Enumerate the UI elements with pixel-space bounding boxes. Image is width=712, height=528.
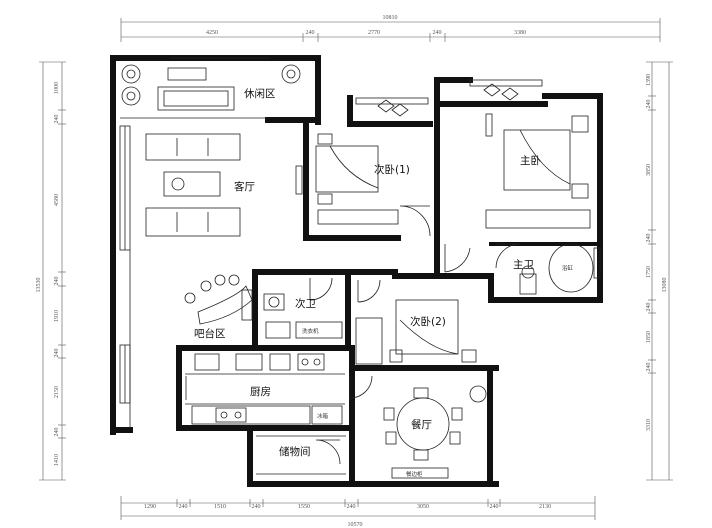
toilet-master: [519, 273, 537, 295]
doors: [185, 205, 521, 465]
bathtub: [548, 243, 594, 293]
dim-left-9: 1410: [54, 454, 60, 466]
fridge: [311, 405, 343, 425]
kitchen-sink: [235, 353, 263, 371]
dim-bottom-8: 240: [490, 504, 499, 510]
dim-right-1: 1390: [646, 74, 652, 86]
dim-bottom-6: 240: [347, 504, 356, 510]
dim-left-7: 2150: [54, 386, 60, 398]
dim-bottom-7: 3050: [417, 504, 429, 510]
dim-left-1: 1000: [54, 82, 60, 94]
sideboard: [391, 467, 449, 479]
bed-master: [503, 129, 571, 191]
room-label-leisure: 休闲区: [244, 87, 276, 100]
dimension-lines: [39, 18, 673, 520]
fixture-label-fridge: 冰箱: [317, 412, 329, 420]
dim-bottom-9: 2130: [539, 504, 551, 510]
room-label-storage: 储物间: [279, 445, 311, 458]
dim-bottom-total: 10570: [348, 522, 363, 528]
door-bedroom2-2[interactable]: [357, 279, 381, 303]
dim-left-2: 240: [54, 115, 60, 124]
dim-right-total: 13080: [662, 278, 668, 293]
room-label-master-bedroom: 主卧: [520, 154, 541, 167]
dim-bottom-5: 1550: [298, 504, 310, 510]
chair-icon: [377, 99, 409, 117]
room-label-second-bath: 次卫: [295, 297, 316, 310]
dim-right-5: 1750: [646, 266, 652, 278]
dim-left-8: 240: [54, 428, 60, 437]
door-bedroom2-1[interactable]: [399, 205, 431, 237]
room-label-bar: 吧台区: [194, 327, 226, 340]
thin-lines: [119, 57, 601, 475]
dim-right-6: 240: [646, 303, 652, 312]
room-label-dining: 餐厅: [411, 418, 432, 431]
bed-bedroom2-1: [315, 145, 379, 193]
bed-bedroom2-2: [395, 299, 459, 355]
dim-right-7: 1850: [646, 331, 652, 343]
dim-right-3: 3850: [646, 164, 652, 176]
furniture: [121, 64, 594, 479]
dim-top-4: 240: [433, 30, 442, 36]
dim-bottom-3: 1510: [214, 504, 226, 510]
toilet-second-bath: [265, 321, 291, 339]
dimension-labels: 10810 4250 240 2770 240 3380 1290 240 15…: [36, 15, 668, 528]
door-second-bath[interactable]: [309, 277, 333, 301]
plant-icon: [121, 86, 141, 106]
dim-top-total: 10810: [383, 15, 398, 21]
hob: [215, 407, 247, 423]
dim-left-6: 240: [54, 349, 60, 358]
dim-left-4: 240: [54, 277, 60, 286]
daybed: [157, 86, 235, 111]
dim-right-9: 3310: [646, 419, 652, 431]
chair-icon: [483, 83, 519, 101]
fixture-label-bathtub: 浴缸: [562, 264, 574, 272]
dim-left-3: 4580: [54, 194, 60, 206]
sink-second-bath: [263, 293, 285, 311]
sofa-top: [145, 133, 241, 161]
room-label-kitchen: 厨房: [250, 385, 271, 398]
bar-counter: [197, 285, 253, 325]
dim-bottom-4: 240: [252, 504, 261, 510]
door-master-bath[interactable]: [495, 243, 521, 269]
dim-left-total: 13530: [36, 278, 42, 293]
wardrobe-bedroom2-2: [355, 317, 383, 365]
coffee-table: [163, 171, 221, 197]
plant-icon: [281, 64, 301, 84]
plant-icon: [469, 385, 487, 403]
dim-left-5: 1910: [54, 310, 60, 322]
dim-bottom-1: 1290: [144, 504, 156, 510]
wardrobe-bedroom2-1: [317, 209, 399, 225]
walls: [110, 55, 603, 487]
tv-icon: [295, 165, 303, 195]
dim-top-2: 240: [306, 30, 315, 36]
dim-top-5: 3380: [514, 30, 526, 36]
dim-right-8: 240: [646, 363, 652, 372]
fixture-label-washer: 洗衣机: [302, 327, 319, 335]
dim-top-1: 4250: [206, 30, 218, 36]
dim-bottom-2: 240: [179, 504, 188, 510]
dim-right-2: 240: [646, 100, 652, 109]
wardrobe-master: [485, 209, 591, 229]
washer: [295, 321, 343, 339]
room-label-bedroom2-2: 次卧(2): [410, 315, 446, 328]
fixture-label-sideboard: 餐边柜: [406, 470, 423, 478]
room-label-master-bath: 主卫: [513, 259, 534, 271]
sofa-bottom: [145, 207, 241, 237]
room-label-living: 客厅: [234, 180, 255, 193]
plant-icon: [121, 64, 141, 84]
dim-top-3: 2770: [368, 30, 380, 36]
dim-right-4: 240: [646, 234, 652, 243]
door-storage[interactable]: [315, 439, 341, 465]
stove: [297, 353, 325, 371]
door-dining[interactable]: [349, 375, 373, 400]
door-master-bedroom[interactable]: [444, 244, 471, 273]
room-label-bedroom2-1: 次卧(1): [374, 163, 410, 176]
room-labels: 休闲区 客厅 次卧(1) 主卧 主卫 次卫 吧台区 次卧(2) 厨房 餐厅 储物…: [194, 87, 574, 478]
